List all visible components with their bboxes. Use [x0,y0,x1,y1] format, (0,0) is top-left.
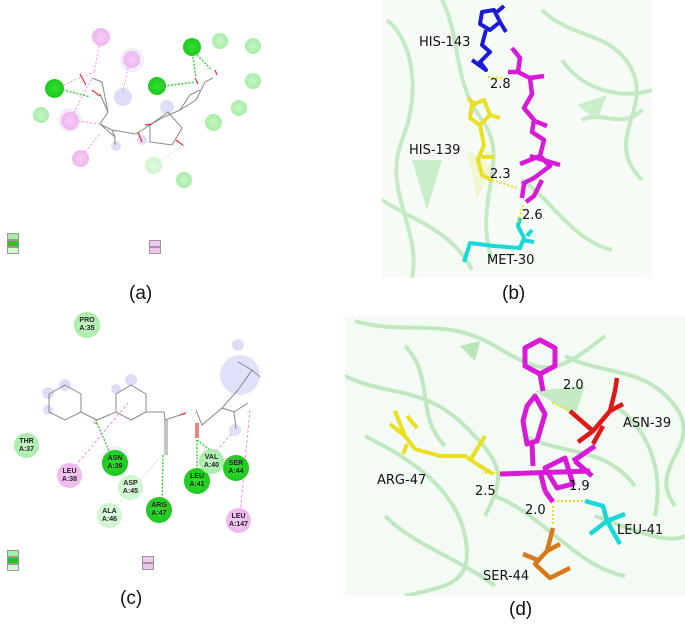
residue-ser44: SER A:44 [223,455,249,481]
legend-swatch-pi-alkyl [149,247,161,254]
distance-label: 2.8 [490,77,511,92]
distance-label: 2.6 [522,208,543,223]
legend-swatch-chbond [7,247,19,254]
residue-thr37: THR A:37 [14,433,39,458]
panel-a-ligand-diagram [55,41,218,166]
residue-leu147: LEU A:147 [226,508,251,533]
residue-val40: VAL A:40 [199,449,224,474]
panel-b: HIS-143 HIS-139 MET-30 2.8 2.3 2.6 (b) [382,0,685,310]
panel-d-3d-structure [345,316,685,596]
residue-circle [212,33,228,49]
residue-circle [145,157,162,174]
residue-ala46: ALA A:46 [97,503,122,528]
residue-circle [92,28,110,46]
distance-label: 2.5 [475,484,496,499]
panel-a-legend-right [149,240,165,254]
panel-b-3d-structure [382,0,652,278]
residue-circle [176,172,192,188]
residue-circle [231,100,247,116]
residue-label-arg47: ARG-47 [377,473,427,488]
legend-swatch-vdw [7,233,19,240]
panel-c-label: (c) [120,588,143,609]
panel-c: o PRO A:35 THR A:37 LEU A:38 ASN A:39 AS… [0,305,340,624]
residue-circle [245,38,261,54]
distance-label: 1.9 [569,479,590,494]
residue-circle [183,38,201,56]
residue-label-his143: HIS-143 [419,35,471,50]
svg-text:o: o [94,420,98,426]
residue-pro35: PRO A:35 [74,312,100,338]
distance-label: 2.3 [490,167,511,182]
distance-label: 2.0 [563,378,584,393]
residue-circle [61,112,79,130]
panel-d: ASN-39 ARG-47 LEU-41 SER-44 2.0 2.5 1.9 … [345,316,685,624]
residue-circle [205,114,222,131]
residue-asn39: ASN A:39 [102,450,128,476]
residue-label-asn39: ASN-39 [623,416,672,431]
panel-a-label: (a) [129,283,153,304]
legend-swatch-alkyl [142,556,154,563]
legend-swatch-hbond [7,557,19,564]
residue-asp45: ASP A:45 [118,475,143,500]
legend-swatch-chbond [7,564,19,571]
legend-swatch-alkyl [149,240,161,247]
residue-circle [148,77,166,95]
residue-circle [245,73,261,89]
legend-swatch-vdw [7,550,19,557]
residue-label-leu41: LEU-41 [617,523,664,538]
panel-a: (a) [0,0,340,310]
residue-circle [72,150,89,167]
panel-b-label: (b) [502,283,526,304]
residue-circle [45,79,64,98]
residue-label-ser44: SER-44 [483,569,530,584]
residue-label-met30: MET-30 [487,253,535,268]
residue-leu38: LEU A:38 [57,463,82,488]
legend-swatch-pi-alkyl [142,563,154,570]
residue-arg47: ARG A:47 [146,497,172,523]
residue-circle [33,107,49,123]
residue-label-his139: HIS-139 [409,143,461,158]
panel-c-legend-right [142,556,158,570]
distance-label: 2.0 [525,503,546,518]
panel-c-legend [7,550,197,571]
panel-a-legend [7,233,197,254]
residue-circle [123,51,140,68]
legend-swatch-hbond [7,240,19,247]
panel-d-label: (d) [509,599,533,620]
